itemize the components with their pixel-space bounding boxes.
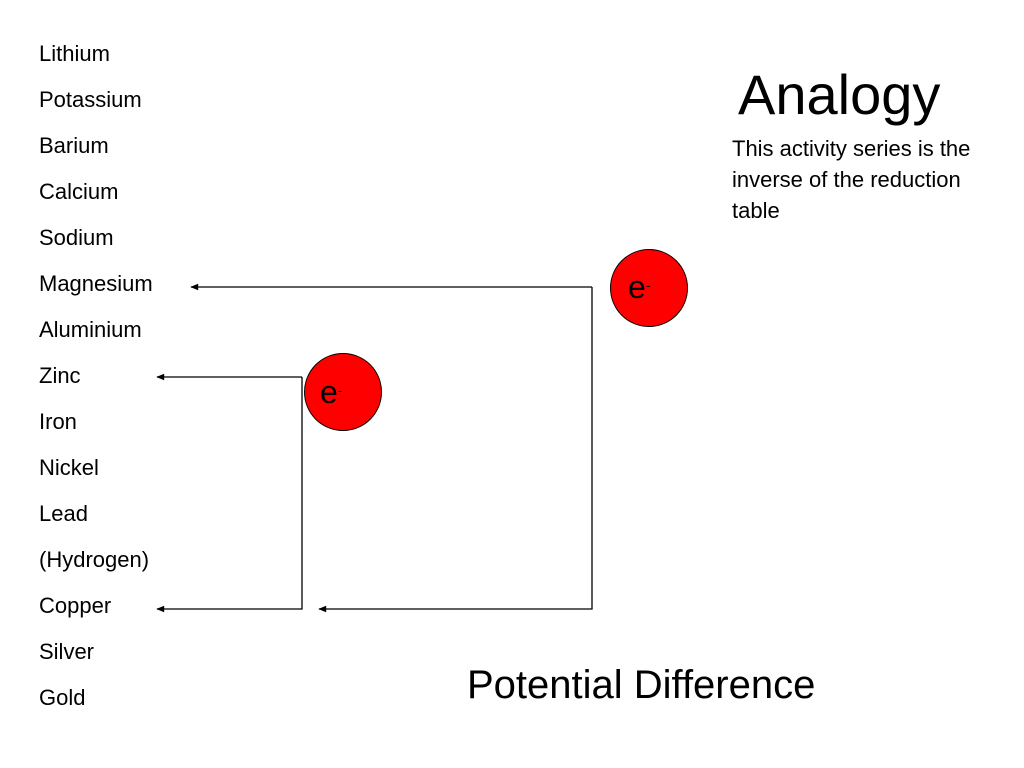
list-item-copper: Copper bbox=[39, 593, 112, 618]
list-item-calcium: Calcium bbox=[39, 179, 119, 204]
electron-charge: - bbox=[337, 382, 343, 398]
electron-icon-lower: e- bbox=[304, 353, 382, 431]
electron-charge: - bbox=[645, 277, 651, 293]
list-item-zinc: Zinc bbox=[39, 363, 81, 388]
list-item-potassium: Potassium bbox=[39, 87, 142, 112]
slide-title: Analogy bbox=[738, 63, 941, 126]
list-item-lithium: Lithium bbox=[39, 41, 110, 66]
list-item-gold: Gold bbox=[39, 685, 86, 710]
list-item-aluminium: Aluminium bbox=[39, 317, 142, 342]
zinc-copper-connector bbox=[156, 377, 303, 613]
electron-symbol: e- bbox=[320, 376, 342, 408]
list-item-nickel: Nickel bbox=[39, 455, 99, 480]
magnesium-copper-connector bbox=[318, 287, 593, 613]
slide-subtitle: This activity series is the inverse of t… bbox=[732, 136, 971, 223]
list-item-silver: Silver bbox=[39, 639, 95, 664]
electron-symbol-letter: e bbox=[320, 374, 338, 410]
electron-symbol-letter: e bbox=[628, 269, 646, 305]
list-item-barium: Barium bbox=[39, 133, 109, 158]
list-item-hydrogen: (Hydrogen) bbox=[39, 547, 150, 572]
potential-difference-label: Potential Difference bbox=[467, 663, 816, 707]
list-item-iron: Iron bbox=[39, 409, 77, 434]
electron-symbol: e- bbox=[628, 271, 650, 303]
list-item-sodium: Sodium bbox=[39, 225, 114, 250]
list-item-magnesium: Magnesium bbox=[39, 271, 153, 296]
list-item-lead: Lead bbox=[39, 501, 88, 526]
electron-icon-upper: e- bbox=[610, 249, 688, 327]
